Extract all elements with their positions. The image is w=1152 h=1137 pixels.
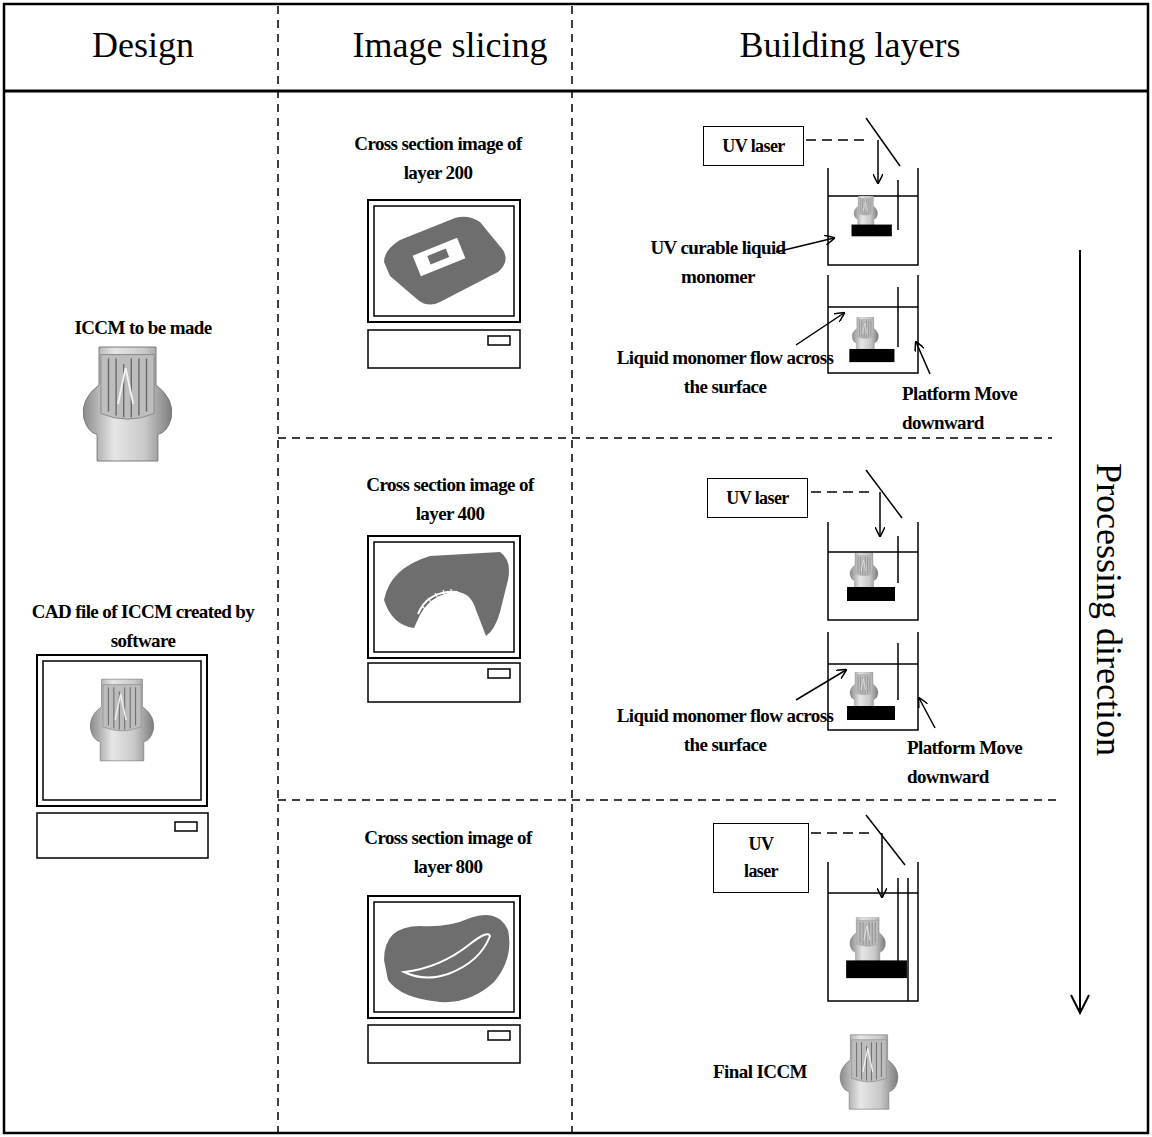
node-text: UV laser [722, 133, 784, 160]
laser-box: UV laser [713, 823, 809, 893]
caption-label: Cross section image of layer 200 [338, 130, 538, 187]
caption-label: CAD file of ICCM created by software [18, 598, 268, 655]
node-text: UV laser [726, 485, 788, 512]
caption-label: Liquid monomer flow across the surface [615, 702, 835, 759]
caption-label: Platform Move downward [902, 380, 1052, 437]
caption-label: ICCM to be made [23, 314, 263, 343]
caption-label: UV curable liquid monomer [633, 234, 803, 291]
heading-label: Image slicing [305, 24, 595, 67]
caption-label: Platform Move downward [907, 734, 1057, 791]
caption-label: Cross section image of layer 800 [348, 824, 548, 881]
caption-label: Final ICCM [690, 1058, 830, 1087]
caption-label: Cross section image of layer 400 [350, 471, 550, 528]
caption-label: Liquid monomer flow across the surface [615, 344, 835, 401]
laser-box: UV laser [703, 126, 804, 166]
laser-box: UV laser [707, 478, 808, 518]
heading-label: Design [13, 24, 273, 67]
node-text: UV laser [736, 831, 786, 885]
heading-label: Building layers [650, 24, 1050, 67]
heading-label: Processing direction [1086, 410, 1129, 810]
